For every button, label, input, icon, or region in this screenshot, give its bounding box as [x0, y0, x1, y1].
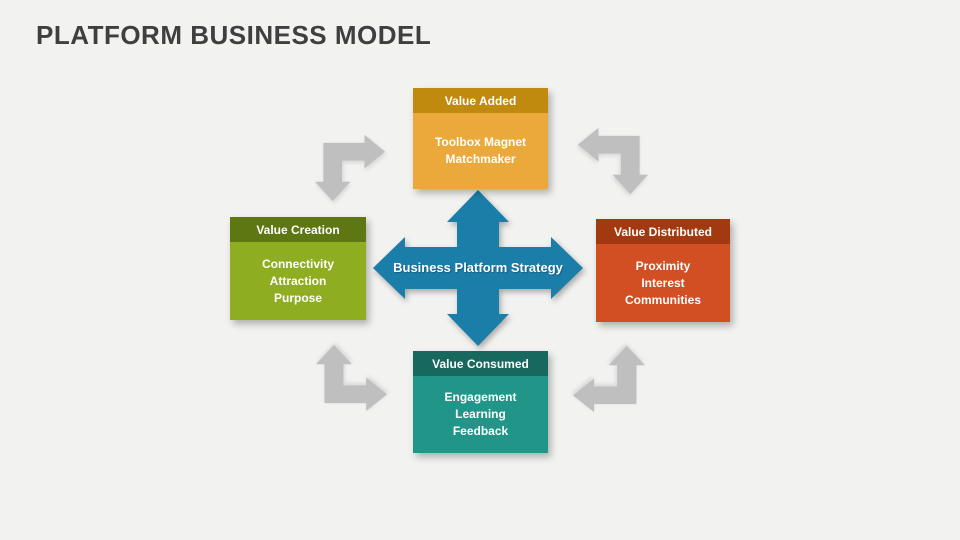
corner-arrow-bottom-right-icon	[572, 345, 646, 413]
body-line: Proximity	[635, 258, 691, 273]
center-strategy-label: Business Platform Strategy	[393, 260, 563, 275]
value-creation-box: Value Creation Connectivity Attraction P…	[230, 217, 366, 320]
body-line: Attraction	[269, 273, 327, 288]
value-distributed-box: Value Distributed Proximity Interest Com…	[596, 219, 730, 322]
quad-arrow-shape	[373, 190, 583, 346]
body-line: Feedback	[452, 424, 509, 438]
bent-arrow-shape	[314, 134, 386, 202]
corner-arrow-bottom-left-icon	[315, 344, 388, 412]
body-line: Engagement	[444, 390, 517, 404]
value-consumed-header: Value Consumed	[413, 351, 548, 376]
value-added-header: Value Added	[413, 88, 548, 113]
body-line: Interest	[641, 275, 685, 290]
body-line: Matchmaker	[445, 152, 516, 166]
value-distributed-body: Proximity Interest Communities	[596, 244, 730, 322]
corner-arrow-top-right-icon	[577, 127, 649, 195]
bent-arrow-shape	[577, 127, 649, 195]
value-creation-body: Connectivity Attraction Purpose	[230, 242, 366, 320]
body-line: Connectivity	[261, 256, 334, 271]
bent-arrow-shape	[572, 345, 646, 413]
body-line: Purpose	[273, 290, 322, 305]
corner-arrow-top-left-icon	[314, 134, 386, 202]
value-added-box: Value Added Toolbox Magnet Matchmaker	[413, 88, 548, 189]
value-consumed-body: Engagement Learning Feedback	[413, 376, 548, 453]
value-distributed-header: Value Distributed	[596, 219, 730, 244]
value-creation-header: Value Creation	[230, 217, 366, 242]
bent-arrow-shape	[315, 344, 388, 412]
body-line: Learning	[455, 407, 506, 421]
body-line: Toolbox Magnet	[434, 135, 527, 149]
value-consumed-box: Value Consumed Engagement Learning Feedb…	[413, 351, 548, 453]
quad-arrow-icon	[373, 190, 583, 346]
page-title: PLATFORM BUSINESS MODEL	[36, 20, 432, 50]
value-added-body: Toolbox Magnet Matchmaker	[413, 113, 548, 189]
body-line: Communities	[624, 292, 701, 307]
